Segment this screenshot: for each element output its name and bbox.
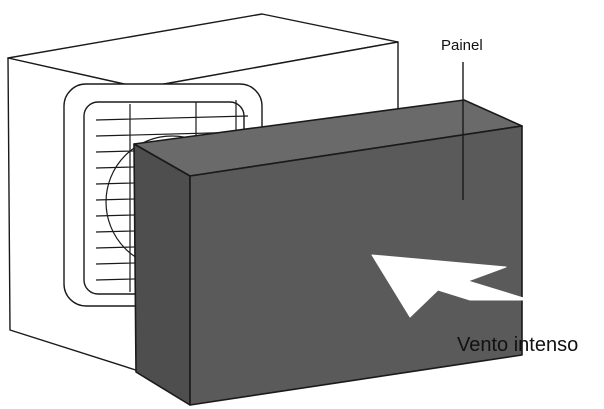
panel-side-face <box>133 143 191 406</box>
panel-label: Painel <box>441 37 483 54</box>
wind-label: Vento intenso <box>457 334 578 356</box>
panel-front-face <box>189 125 523 406</box>
wind-panel <box>133 99 523 406</box>
wind-arrow-icon <box>371 254 531 318</box>
grille-line <box>95 115 249 121</box>
